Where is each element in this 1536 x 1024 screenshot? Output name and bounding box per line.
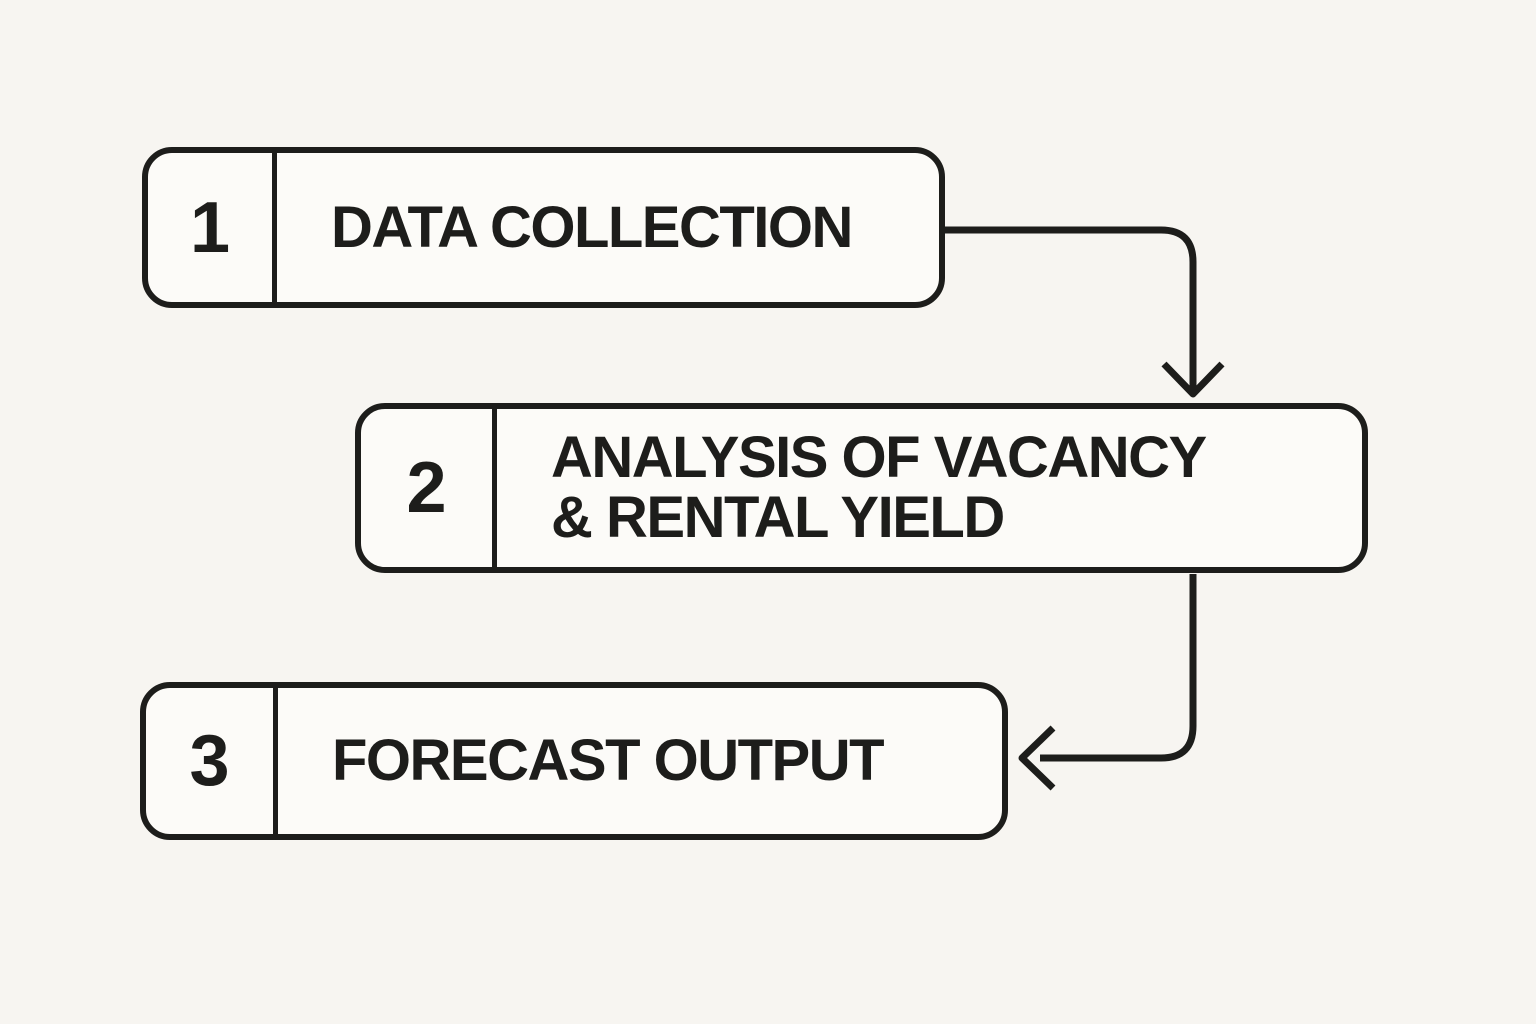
step-2-label-line-2: & RENTAL YIELD xyxy=(551,485,1005,550)
connector-step1-to-step2 xyxy=(945,226,1197,389)
step-1-number: 1 xyxy=(148,153,277,302)
step-3-number: 3 xyxy=(146,688,278,834)
arrowhead-left-icon xyxy=(1018,725,1056,791)
connector-step2-to-step3 xyxy=(1040,574,1197,762)
step-box-1: 1 DATA COLLECTION xyxy=(142,147,945,308)
step-box-3: 3 FORECAST OUTPUT xyxy=(140,682,1008,840)
step-2-number: 2 xyxy=(361,409,497,567)
step-1-label: DATA COLLECTION xyxy=(277,153,939,302)
step-box-2: 2 ANALYSIS OF VACANCY & RENTAL YIELD xyxy=(355,403,1368,573)
arrowhead-down-icon xyxy=(1161,361,1225,398)
step-2-label-line-1: ANALYSIS OF VACANCY xyxy=(551,425,1207,490)
step-3-label-line: FORECAST OUTPUT xyxy=(332,728,885,793)
step-2-label: ANALYSIS OF VACANCY & RENTAL YIELD xyxy=(497,409,1362,567)
step-3-label: FORECAST OUTPUT xyxy=(278,688,1002,834)
step-1-label-line: DATA COLLECTION xyxy=(331,194,853,260)
